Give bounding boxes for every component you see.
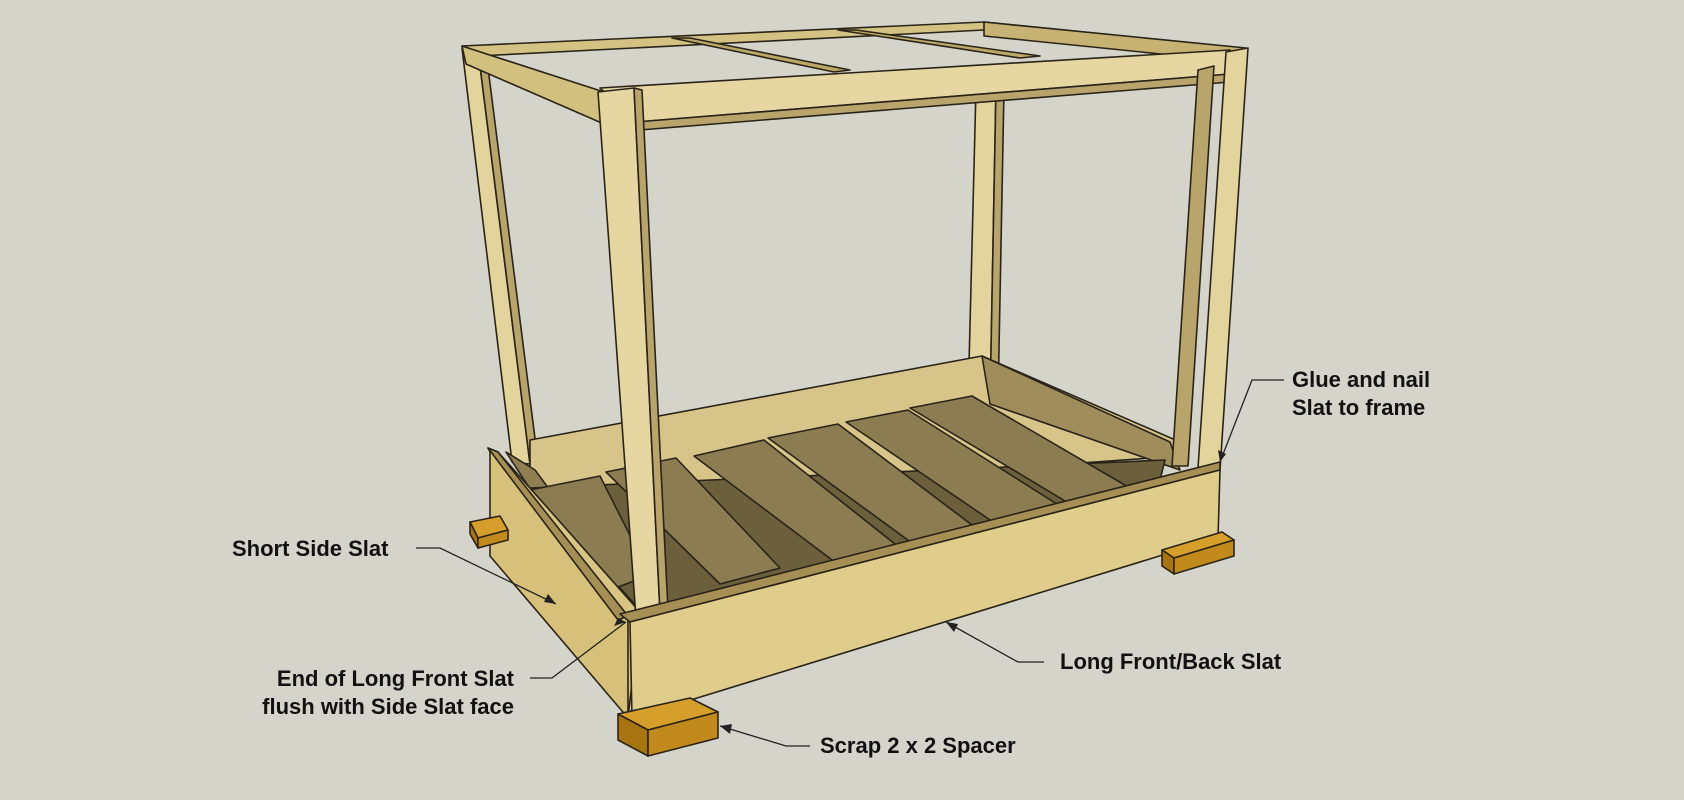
callout-short-side-slat: Short Side Slat [232, 536, 389, 561]
short-side-slat [487, 447, 641, 719]
leader-end-long [530, 621, 627, 679]
leader-short-side [416, 547, 557, 605]
callout-scrap-spacer: Scrap 2 x 2 Spacer [820, 733, 1016, 758]
right-inner-wall [981, 355, 1181, 471]
callout-glue-nail-line2: Slat to frame [1292, 395, 1425, 420]
spacer-front-right [1161, 531, 1235, 575]
leader-long-front-back [945, 621, 1044, 663]
cross-brace [837, 29, 1041, 59]
spacer-front-left [617, 697, 719, 757]
leader-spacer [719, 725, 810, 747]
arrowhead [614, 618, 626, 626]
callout-end-long-line2: flush with Side Slat face [262, 694, 514, 719]
cross-brace [671, 37, 851, 73]
arrowhead [720, 724, 732, 734]
spacer-back-left [469, 515, 509, 549]
front-right-post [1171, 47, 1249, 471]
arrowhead [1218, 450, 1226, 462]
callout-end-long-line1: End of Long Front Slat [277, 666, 515, 691]
arrowhead [946, 622, 958, 632]
top-frame [461, 21, 1247, 131]
callout-glue-nail-line1: Glue and nail [1292, 367, 1430, 392]
leader-glue-nail [1219, 379, 1284, 463]
callout-long-front-back-slat: Long Front/Back Slat [1060, 649, 1282, 674]
front-left-post [597, 87, 669, 619]
arrowhead [544, 594, 556, 604]
